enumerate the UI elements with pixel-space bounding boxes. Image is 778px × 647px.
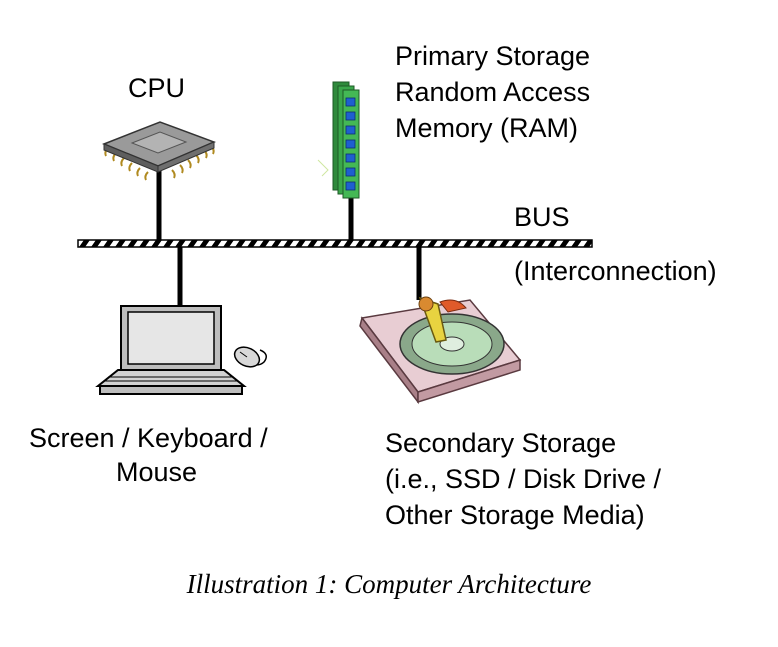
bus-sublabel: (Interconnection) (514, 256, 717, 286)
io-label-line-1: Screen / Keyboard / (29, 423, 268, 453)
cpu-chip-icon (101, 121, 217, 181)
connector-lines (156, 168, 422, 306)
figure-caption: Illustration 1: Computer Architecture (186, 569, 592, 599)
storage-label-line-1: Secondary Storage (385, 428, 617, 458)
mouse-icon (233, 346, 267, 368)
hard-disk-icon (359, 296, 522, 405)
ram-label-line-1: Primary Storage (395, 41, 591, 71)
ram-label-line-2: Random Access (395, 77, 591, 107)
io-label-line-2: Mouse (116, 457, 198, 487)
laptop-icon (95, 305, 247, 395)
storage-label-line-2: (i.e., SSD / Disk Drive / (385, 464, 662, 494)
bus-bar (77, 239, 593, 248)
cpu-label: CPU (128, 73, 186, 103)
storage-label-line-3: Other Storage Media) (385, 500, 645, 530)
ram-module-icon (317, 81, 360, 199)
ram-label-line-3: Memory (RAM) (395, 113, 578, 143)
bus-label: BUS (514, 202, 570, 232)
